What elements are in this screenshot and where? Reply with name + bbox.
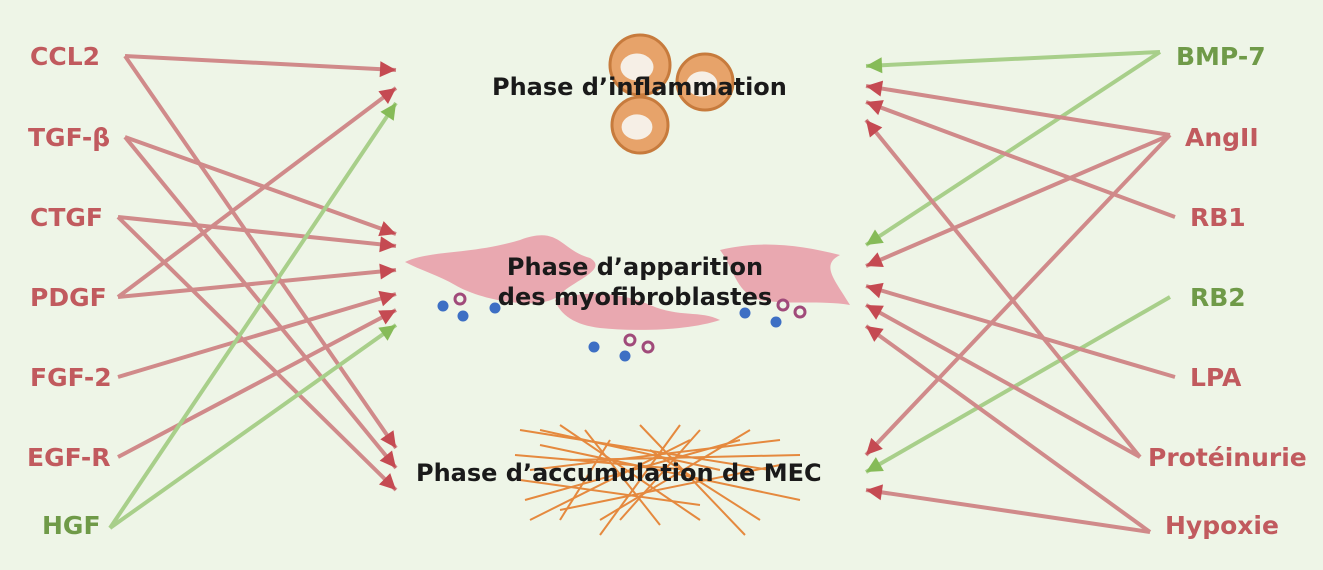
inflammatory-cell	[675, 52, 735, 112]
factor-egfr: EGF-R	[27, 443, 111, 472]
activator-arrow	[117, 263, 397, 299]
factor-lpa: LPA	[1190, 363, 1242, 392]
ecm-fiber	[529, 439, 691, 521]
activator-arrow	[124, 54, 397, 78]
inhibitor-arrow	[865, 50, 1161, 74]
activator-arrow	[864, 118, 1142, 459]
ecm-fiber	[559, 464, 781, 511]
factor-ctgf: CTGF	[30, 203, 103, 232]
ecm-fiber	[639, 424, 746, 536]
factor-angii: AngII	[1185, 123, 1259, 152]
blue-cell-dot	[489, 302, 501, 314]
activator-arrow	[117, 215, 397, 253]
inhibitor-arrow	[865, 295, 1171, 474]
ecm-fiber	[649, 449, 761, 521]
factor-pdgf: PDGF	[30, 283, 107, 312]
activator-arrow	[864, 324, 1152, 534]
ecm-fiber	[539, 444, 801, 501]
ecm-fiber	[569, 454, 801, 461]
activator-arrow	[865, 303, 1141, 459]
inhibitor-arrow	[108, 101, 398, 530]
factor-tgf-beta: TGF-β	[28, 123, 111, 152]
factor-ccl2: CCL2	[30, 42, 101, 71]
blue-cell-dot	[588, 341, 600, 353]
factor-rb1: RB1	[1190, 203, 1246, 232]
factor-fgf2: FGF-2	[30, 363, 112, 392]
activator-arrow	[116, 86, 398, 299]
phase-mec-label: Phase d’accumulation de MEC	[416, 459, 822, 487]
ecm-fiber	[559, 424, 701, 521]
activator-arrow	[117, 308, 397, 459]
inflammatory-cell	[610, 95, 670, 155]
activator-arrow	[864, 133, 1172, 457]
factor-bmp7: BMP-7	[1176, 42, 1266, 71]
ecm-fiber	[584, 429, 661, 526]
ecm-fiber	[514, 454, 691, 471]
inhibitor-arrow	[108, 323, 398, 530]
activator-arrow	[865, 80, 1171, 137]
ring-cell-dot	[641, 340, 655, 354]
activator-arrow	[865, 100, 1176, 219]
blue-cell-dot	[739, 307, 751, 319]
blue-cell-dot	[457, 310, 469, 322]
cell-illustrations	[405, 33, 850, 362]
activator-arrow	[865, 484, 1151, 534]
ring-cell-dot	[793, 305, 807, 319]
myofibroblast-cell	[405, 235, 596, 304]
blue-cell-dot	[619, 350, 631, 362]
ecm-fiber	[619, 429, 701, 521]
factor-hgf: HGF	[42, 511, 101, 540]
activator-arrow	[117, 290, 397, 379]
phase-myofibroblast-line1: Phase d’apparition	[506, 253, 764, 281]
activator-arrow	[123, 54, 398, 450]
ecm-fiber	[519, 429, 771, 471]
activator-arrow	[865, 282, 1176, 379]
ring-cell-dot	[453, 292, 467, 306]
blue-cell-dot	[437, 300, 449, 312]
phase-inflammation-label: Phase d’inflammation	[492, 73, 787, 101]
ring-cell-dot	[623, 333, 637, 347]
ecm-fibers	[514, 424, 801, 536]
ecm-fiber	[539, 429, 721, 471]
factor-hypoxie: Hypoxie	[1165, 511, 1279, 540]
activator-arrow	[865, 133, 1171, 268]
ecm-fiber	[519, 479, 701, 506]
factor-rb2: RB2	[1190, 283, 1246, 312]
inflammatory-cell	[608, 33, 672, 97]
phase-myofibroblast-label: Phase d’apparition des myofibroblastes	[470, 252, 800, 312]
ecm-fiber	[599, 424, 681, 536]
ring-cell-dot	[776, 298, 790, 312]
myofibroblast-cell	[555, 293, 720, 330]
factor-proteinurie: Protéinurie	[1148, 443, 1307, 472]
blue-cell-dot	[770, 316, 782, 328]
activator-arrow	[124, 135, 397, 237]
arrows	[108, 50, 1176, 534]
phase-myofibroblast-line2: des myofibroblastes	[497, 283, 773, 311]
ecm-fiber	[559, 439, 611, 521]
myofibroblast-cell	[720, 244, 850, 305]
inhibitor-arrow	[864, 50, 1162, 247]
ecm-fiber	[524, 439, 741, 501]
